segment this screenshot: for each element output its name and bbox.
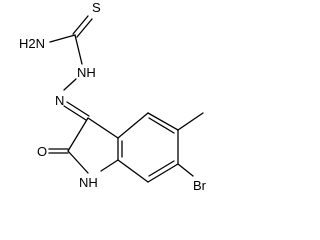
bond-c6-c7 [147, 163, 179, 183]
bond-c3-c2 [67, 117, 89, 152]
bond-c-nh2 [49, 34, 76, 43]
bond-nh-n [63, 78, 77, 91]
bond-c-s-double-a [72, 15, 89, 35]
bond-c6-br [177, 163, 194, 177]
atom-label-nh-ring: NH [79, 175, 98, 190]
bond-c3-n-double-b [63, 105, 87, 121]
atom-label-nh2: H2N [19, 36, 45, 51]
molecule-structure: S H2N NH N O NH Br [19, 0, 207, 193]
bond-c5-methyl [177, 112, 204, 131]
atom-label-n-imine: N [55, 93, 64, 108]
bond-c3-c3a [87, 117, 119, 139]
atom-label-s: S [92, 0, 101, 15]
bond-c3a-c4 [117, 112, 149, 139]
bond-c-nh [74, 34, 83, 65]
atom-label-br: Br [193, 178, 207, 193]
bond-n1-c7a [100, 159, 119, 172]
bond-c-s-double-b [76, 18, 93, 38]
atom-labels: S H2N NH N O NH Br [19, 0, 207, 193]
bond-c2-n1 [67, 150, 89, 174]
bond-c7-c7a [117, 159, 149, 183]
bond-c6-c7-inner [148, 160, 175, 177]
bond-c3-n-double-a [66, 101, 90, 117]
atom-label-o: O [37, 144, 47, 159]
bonds [48, 15, 204, 183]
atom-label-nh-hydrazone: NH [77, 65, 96, 80]
bond-c4-c5-inner [148, 117, 175, 134]
bond-c4-c5 [147, 112, 179, 131]
